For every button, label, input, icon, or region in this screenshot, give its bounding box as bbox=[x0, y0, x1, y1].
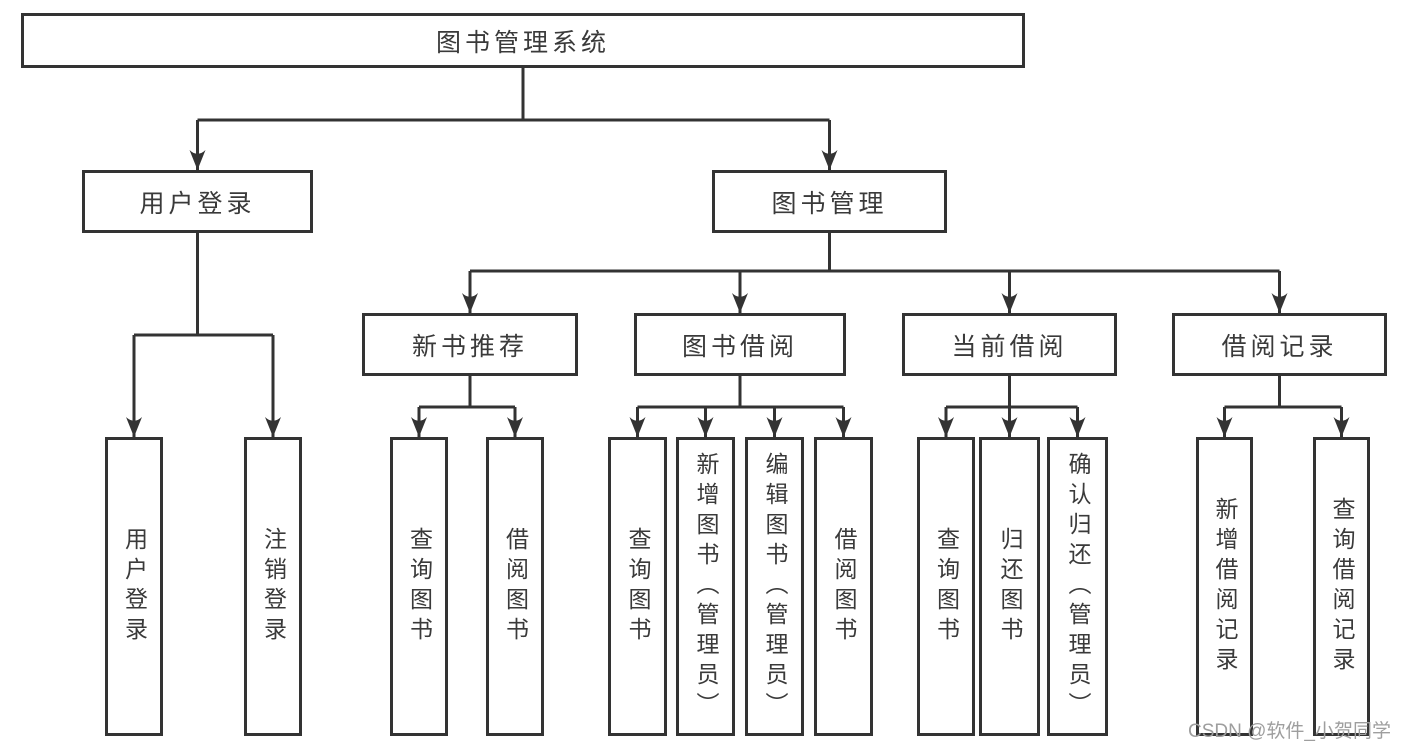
node-label: 用户登录 bbox=[139, 189, 256, 218]
node-book-borrowing: 图书借阅 bbox=[634, 313, 846, 376]
node-label: 注销登录 bbox=[260, 526, 287, 647]
node-label: 借阅记录 bbox=[1221, 332, 1338, 361]
node-label: 新增借阅记录 bbox=[1212, 496, 1238, 677]
node-label: 图书管理 bbox=[771, 189, 888, 218]
node-new-book-recommendation: 新书推荐 bbox=[362, 313, 578, 376]
node-label: 归还图书 bbox=[997, 526, 1023, 647]
leaf-logout: 注销登录 bbox=[244, 437, 302, 736]
node-library-management-system: 图书管理系统 bbox=[21, 13, 1025, 68]
node-user-login: 用户登录 bbox=[82, 170, 313, 233]
node-label: 编辑图书（管理员） bbox=[762, 451, 788, 722]
leaf-return-books: 归还图书 bbox=[979, 437, 1040, 736]
node-label: 图书管理系统 bbox=[435, 28, 610, 57]
node-label: 查询图书 bbox=[625, 526, 651, 647]
node-current-borrowing: 当前借阅 bbox=[902, 313, 1117, 376]
leaf-borrow-books: 借阅图书 bbox=[814, 437, 873, 736]
node-label: 图书借阅 bbox=[681, 332, 798, 361]
leaf-query-books: 查询图书 bbox=[917, 437, 975, 736]
node-label: 借阅图书 bbox=[502, 526, 529, 647]
watermark: CSDN @软件_小贺同学 bbox=[1188, 721, 1391, 742]
leaf-query-borrow-record: 查询借阅记录 bbox=[1313, 437, 1370, 736]
leaf-confirm-return-admin: 确认归还（管理员） bbox=[1047, 437, 1108, 736]
leaf-add-borrow-record: 新增借阅记录 bbox=[1196, 437, 1253, 736]
leaf-query-books: 查询图书 bbox=[608, 437, 667, 736]
leaf-edit-books-admin: 编辑图书（管理员） bbox=[745, 437, 804, 736]
node-label: 查询借阅记录 bbox=[1329, 496, 1355, 677]
node-label: 确认归还（管理员） bbox=[1065, 451, 1091, 722]
leaf-add-books-admin: 新增图书（管理员） bbox=[676, 437, 735, 736]
node-label: 新增图书（管理员） bbox=[693, 451, 719, 722]
node-label: 查询图书 bbox=[406, 526, 433, 647]
node-label: 当前借阅 bbox=[951, 332, 1068, 361]
node-label: 新书推荐 bbox=[411, 332, 528, 361]
leaf-query-books: 查询图书 bbox=[390, 437, 448, 736]
node-book-management: 图书管理 bbox=[712, 170, 947, 233]
leaf-borrow-books: 借阅图书 bbox=[486, 437, 544, 736]
node-label: 借阅图书 bbox=[831, 526, 857, 647]
node-borrow-records: 借阅记录 bbox=[1172, 313, 1387, 376]
leaf-user-login: 用户登录 bbox=[105, 437, 163, 736]
node-label: 用户登录 bbox=[121, 526, 148, 647]
node-label: 查询图书 bbox=[933, 526, 960, 647]
